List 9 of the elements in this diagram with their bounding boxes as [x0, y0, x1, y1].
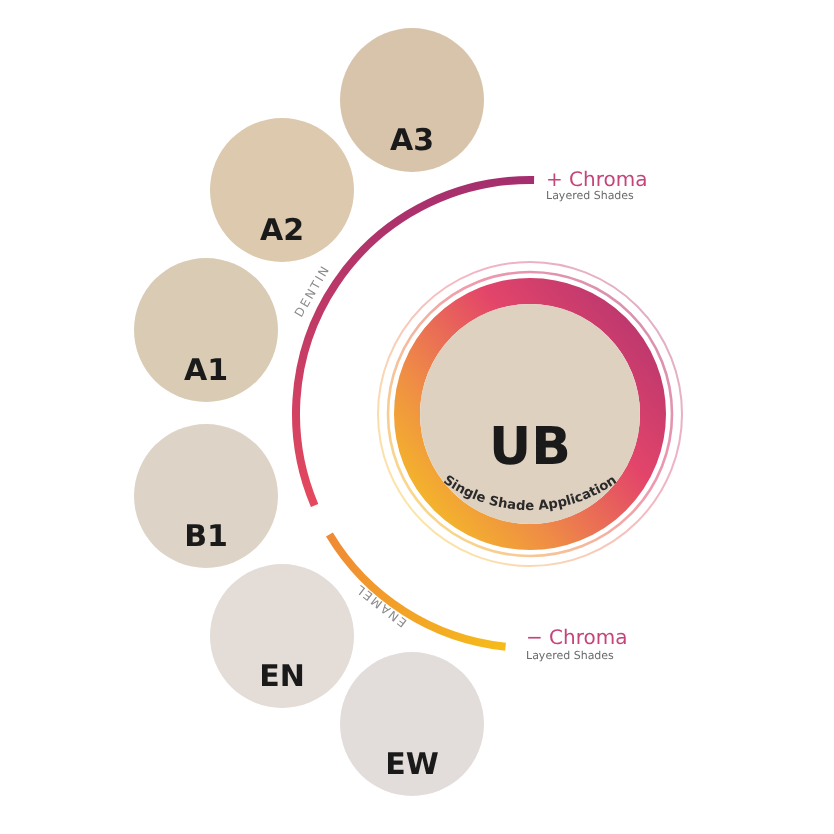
- chroma-label: + Chroma: [546, 171, 648, 191]
- shade-label: EN: [259, 662, 305, 692]
- shade-label: B1: [184, 522, 228, 552]
- chroma-label: − Chroma: [526, 630, 628, 650]
- shade-label: UB: [489, 422, 571, 474]
- shade-label: A2: [259, 216, 305, 246]
- shade-label: A3: [389, 126, 435, 156]
- shade-label: EW: [385, 750, 439, 780]
- shade-label: A1: [183, 356, 229, 386]
